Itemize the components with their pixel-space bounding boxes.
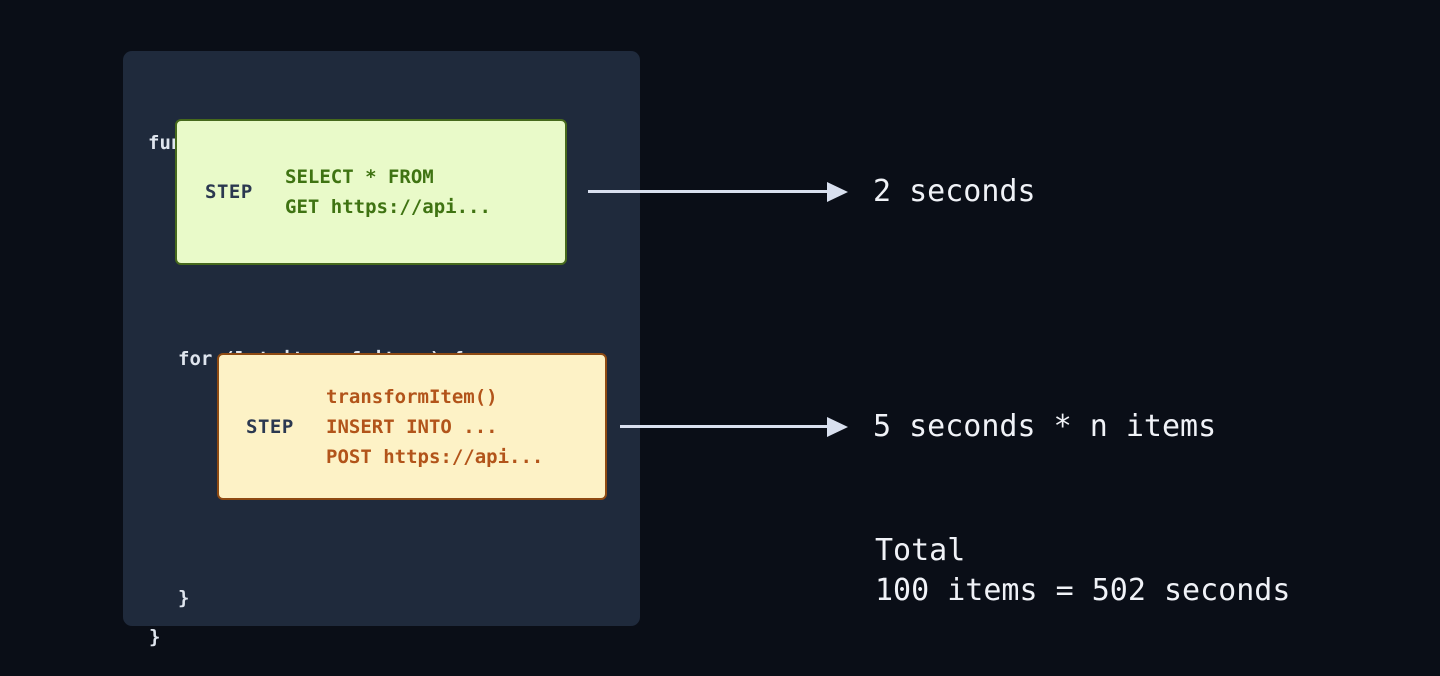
total-title: Total bbox=[875, 533, 966, 568]
step-label: STEP bbox=[246, 415, 294, 438]
code-for-close: } bbox=[178, 587, 190, 609]
arrow-line bbox=[588, 190, 828, 193]
step-code-lines: transformItem() INSERT INTO ... POST htt… bbox=[326, 355, 543, 498]
arrowhead-right-icon bbox=[827, 182, 848, 202]
code-panel: function () { STEP SELECT * FROM GET htt… bbox=[123, 51, 640, 648]
step-code-line: POST https://api... bbox=[326, 445, 544, 468]
step-box-transform: STEP transformItem() INSERT INTO ... POS… bbox=[217, 353, 607, 500]
duration-transform: 5 seconds * n items bbox=[873, 409, 1217, 444]
step-code-line: INSERT INTO ... bbox=[326, 415, 498, 438]
total-calculation: 100 items = 502 seconds bbox=[875, 573, 1291, 608]
step-code-line: SELECT * FROM bbox=[285, 166, 434, 188]
step-box-query: STEP SELECT * FROM GET https://api... bbox=[175, 119, 567, 265]
step-code-lines: SELECT * FROM GET https://api... bbox=[285, 121, 491, 263]
code-function-close: } bbox=[149, 626, 161, 648]
step-code-line: transformItem() bbox=[326, 385, 498, 408]
step-code-line: GET https://api... bbox=[285, 196, 491, 218]
arrow-line bbox=[620, 425, 828, 428]
arrowhead-right-icon bbox=[827, 417, 848, 437]
duration-query: 2 seconds bbox=[873, 174, 1036, 209]
step-label: STEP bbox=[205, 181, 253, 203]
